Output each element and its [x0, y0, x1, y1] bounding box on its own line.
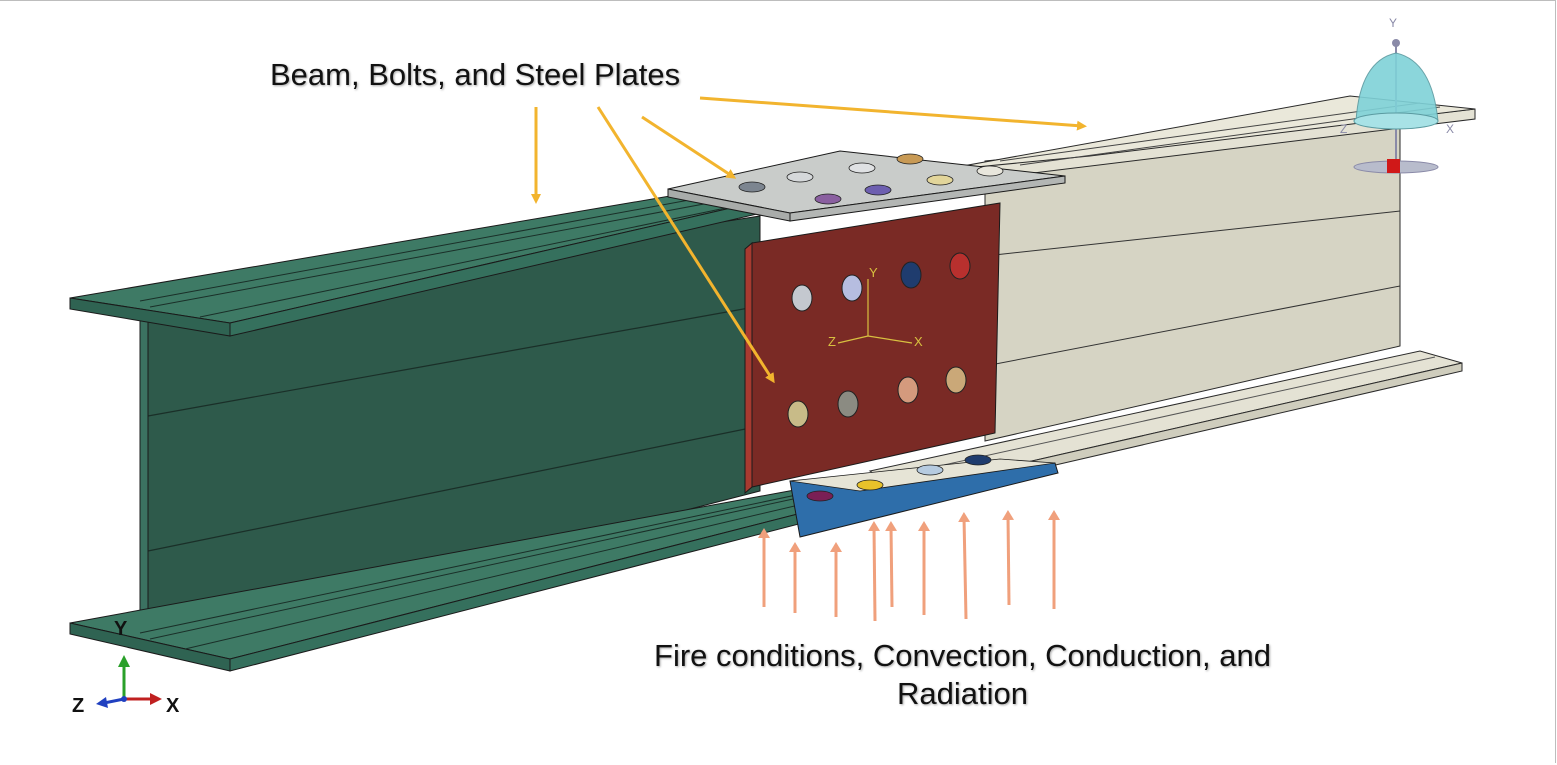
top-splice-plate — [667, 150, 1066, 222]
compass-z: Z — [1340, 122, 1347, 136]
view-compass[interactable] — [1353, 39, 1439, 174]
bolt-top-2 — [786, 171, 814, 183]
bolt-bottom-2 — [856, 479, 884, 491]
bolt-web-3 — [900, 261, 922, 289]
leader-arrow-top-plate — [641, 115, 737, 179]
bolt-top-1 — [738, 181, 766, 193]
bolt-web-4 — [949, 252, 971, 280]
bolt-top-8 — [976, 165, 1004, 177]
plate-local-triad — [837, 279, 913, 344]
compass-x: X — [1446, 122, 1454, 136]
plate-triad-y: Y — [869, 265, 878, 280]
leader-arrow-right-beam — [699, 96, 1087, 131]
global-triad — [96, 655, 162, 708]
web-splice-plate — [744, 202, 1001, 495]
global-triad-z: Z — [72, 695, 84, 717]
global-triad-y: Y — [114, 618, 128, 640]
bolt-web-6 — [837, 390, 859, 418]
leader-arrow-web-plate — [596, 106, 775, 384]
compass-y: Y — [1389, 16, 1397, 30]
bolt-web-2 — [841, 274, 863, 302]
beam-left-segment — [69, 195, 881, 672]
plate-triad-z: Z — [828, 334, 836, 349]
bolt-top-4 — [896, 153, 924, 165]
leader-arrows — [531, 96, 1087, 384]
bolt-web-5 — [787, 400, 809, 428]
bolt-web-7 — [897, 376, 919, 404]
bolt-top-5 — [814, 193, 842, 205]
heat-flux-arrows — [758, 510, 1060, 622]
label-beam-bolts-plates: Beam, Bolts, and Steel Plates — [270, 57, 681, 92]
bolt-top-6 — [864, 184, 892, 196]
global-triad-x: X — [166, 695, 180, 717]
bolt-bottom-4 — [964, 454, 992, 466]
bolt-bottom-1 — [806, 490, 834, 502]
bolt-bottom-3 — [916, 464, 944, 476]
bolt-web-8 — [945, 366, 967, 394]
bottom-splice-plate — [789, 454, 1059, 538]
label-fire-conditions: Fire conditions, Convection, Conduction,… — [654, 638, 1271, 711]
bolt-top-7 — [926, 174, 954, 186]
plate-triad-x: X — [914, 334, 923, 349]
bolt-top-3 — [848, 162, 876, 174]
bolt-web-1 — [791, 284, 813, 312]
